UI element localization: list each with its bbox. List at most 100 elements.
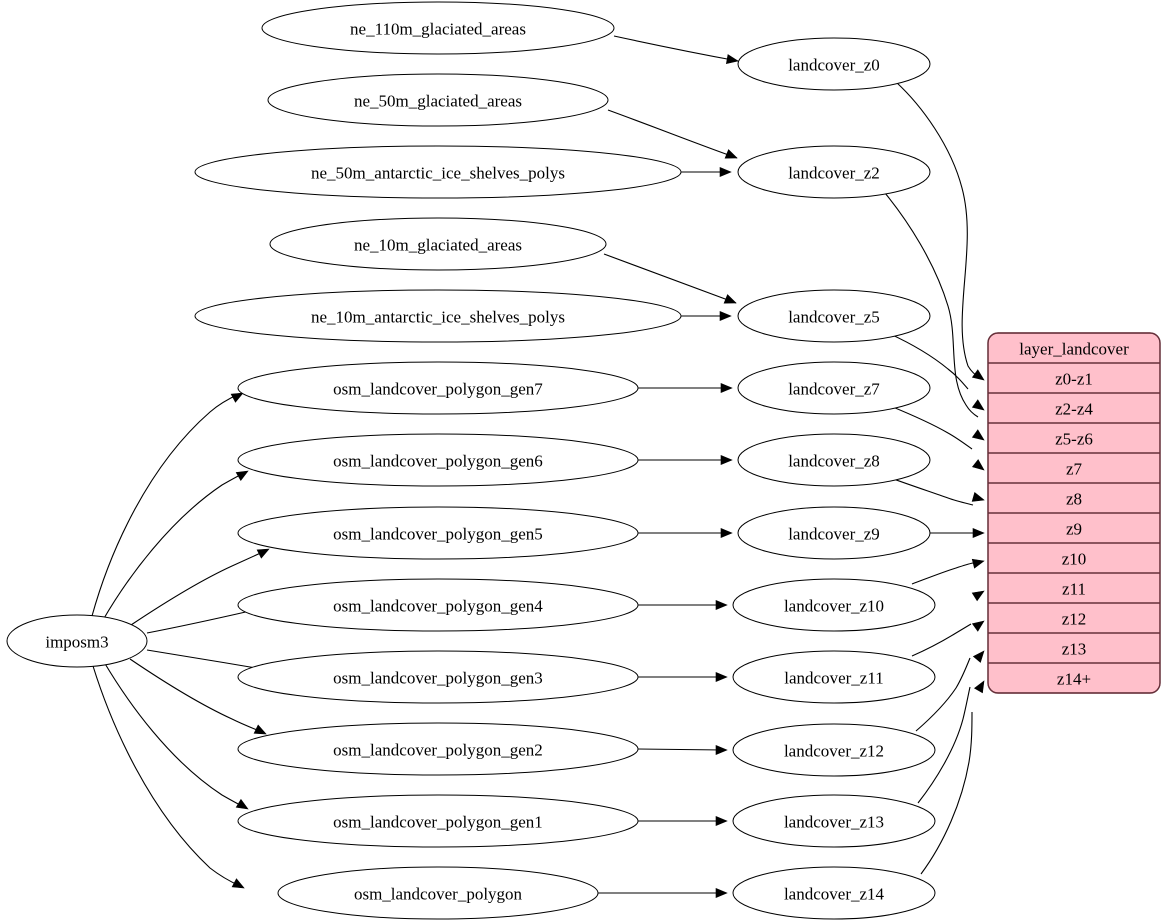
node-osm_landcover_polygon_gen3[interactable]: osm_landcover_polygon_gen3 (237, 650, 639, 704)
node-landcover_z14[interactable]: landcover_z14 (732, 866, 936, 920)
source-table-node-ellipse (194, 289, 682, 343)
table-row-label-z11[interactable]: z11 (1062, 580, 1086, 599)
node-osm_landcover_polygon_gen7[interactable]: osm_landcover_polygon_gen7 (237, 361, 639, 415)
source-table-node-ellipse (237, 361, 639, 415)
edge-landcover_z7-to-row_2 (887, 404, 973, 450)
node-label: osm_landcover_polygon_gen3 (333, 669, 543, 688)
landcover-node-ellipse (732, 723, 936, 777)
node-landcover_z8[interactable]: landcover_z8 (737, 433, 931, 487)
table-row-label-z12[interactable]: z12 (1062, 610, 1087, 629)
landcover-node-ellipse (732, 650, 936, 704)
edge-imposm3-to-osm_landcover_polygon_gen2 (129, 658, 263, 733)
landcover-node-ellipse (737, 361, 931, 415)
node-label: osm_landcover_polygon_gen1 (333, 813, 543, 832)
source-table-node-ellipse (277, 866, 599, 920)
node-label: landcover_z7 (788, 380, 880, 399)
edge-landcover_z5-to-row_1 (887, 332, 969, 390)
node-ne_10m_glaciated_areas[interactable]: ne_10m_glaciated_areas (269, 217, 607, 271)
arrowhead (715, 744, 728, 756)
table-row-label-z9[interactable]: z9 (1066, 520, 1082, 539)
landcover-node-ellipse (732, 578, 936, 632)
node-ne_110m_glaciated_areas[interactable]: ne_110m_glaciated_areas (261, 1, 615, 55)
node-label: landcover_z2 (788, 164, 880, 183)
node-label: landcover_z0 (788, 56, 880, 75)
node-osm_landcover_polygon_gen4[interactable]: osm_landcover_polygon_gen4 (237, 578, 639, 632)
node-label: osm_landcover_polygon_gen7 (333, 380, 543, 399)
landcover-node-ellipse (732, 794, 936, 848)
table-layer_landcover[interactable]: layer_landcoverz0-z1z2-z4z5-z6z7z8z9z10z… (987, 332, 1161, 694)
node-ne_10m_antarctic_ice_shelves_polys[interactable]: ne_10m_antarctic_ice_shelves_polys (194, 289, 682, 343)
table-row-label-z10[interactable]: z10 (1062, 550, 1087, 569)
node-imposm3[interactable]: imposm3 (6, 614, 148, 668)
node-landcover_z9[interactable]: landcover_z9 (737, 506, 931, 560)
edge-imposm3-to-osm_landcover_polygon_gen1 (103, 661, 245, 808)
arrowhead (971, 620, 985, 632)
table-row-label-z2-z4[interactable]: z2-z4 (1055, 400, 1093, 419)
source-table-node-ellipse (237, 433, 639, 487)
arrowhead (971, 399, 985, 411)
node-label: osm_landcover_polygon (354, 885, 523, 904)
edge-landcover_z12-to-row_8 (915, 657, 971, 732)
node-landcover_z13[interactable]: landcover_z13 (732, 794, 936, 848)
table-row-label-z0-z1[interactable]: z0-z1 (1055, 370, 1093, 389)
source-table-node-ellipse (194, 145, 682, 199)
node-label: osm_landcover_polygon_gen4 (333, 597, 543, 616)
edge-landcover_z10-to-row_6 (911, 562, 974, 585)
table-outline (987, 332, 1161, 694)
edge-imposm3-to-osm_landcover_polygon_gen5 (130, 550, 266, 626)
table-row-label-z13[interactable]: z13 (1062, 640, 1087, 659)
source-table-node-ellipse (267, 73, 609, 127)
node-label: landcover_z10 (784, 597, 884, 616)
table-row-label-z7[interactable]: z7 (1066, 460, 1083, 479)
source-table-node-ellipse (237, 506, 639, 560)
node-osm_landcover_polygon_gen6[interactable]: osm_landcover_polygon_gen6 (237, 433, 639, 487)
node-landcover_z7[interactable]: landcover_z7 (737, 361, 931, 415)
node-ne_50m_antarctic_ice_shelves_polys[interactable]: ne_50m_antarctic_ice_shelves_polys (194, 145, 682, 199)
node-landcover_z2[interactable]: landcover_z2 (737, 145, 931, 199)
arrowhead (715, 671, 728, 683)
node-label: ne_50m_antarctic_ice_shelves_polys (311, 164, 565, 183)
table-row-label-z8[interactable]: z8 (1066, 490, 1082, 509)
edge-imposm3-to-osm_landcover_polygon_gen7 (91, 393, 240, 617)
source-table-node-ellipse (237, 794, 639, 848)
edge-ne_10m_glaciated_areas-to-landcover_z5 (603, 253, 737, 304)
arrowhead (971, 429, 985, 441)
landcover-node-ellipse (737, 145, 931, 199)
node-label: landcover_z12 (784, 742, 884, 761)
landcover-node-ellipse (737, 433, 931, 487)
node-landcover_z5[interactable]: landcover_z5 (737, 289, 931, 343)
edge-landcover_z14-to-row_10 (920, 711, 973, 875)
source-table-node-ellipse (261, 1, 615, 55)
arrowhead (715, 599, 728, 611)
node-ne_50m_glaciated_areas[interactable]: ne_50m_glaciated_areas (267, 73, 609, 127)
node-osm_landcover_polygon[interactable]: osm_landcover_polygon (277, 866, 599, 920)
arrowhead (715, 887, 728, 899)
arrowhead (235, 798, 249, 810)
edge-ne_50m_glaciated_areas-to-landcover_z2 (607, 109, 738, 159)
arrowhead (231, 878, 245, 889)
arrowhead (719, 166, 732, 178)
source-table-node-ellipse (269, 217, 607, 271)
node-landcover_z0[interactable]: landcover_z0 (737, 37, 931, 91)
node-osm_landcover_polygon_gen1[interactable]: osm_landcover_polygon_gen1 (237, 794, 639, 848)
arrowhead (723, 294, 737, 304)
arrowhead (235, 470, 249, 482)
edge-landcover_z11-to-row_7 (911, 623, 972, 657)
table-row-label-z5-z6[interactable]: z5-z6 (1055, 430, 1093, 449)
node-landcover_z12[interactable]: landcover_z12 (732, 723, 936, 777)
node-label: osm_landcover_polygon_gen5 (333, 525, 543, 544)
node-landcover_z11[interactable]: landcover_z11 (732, 650, 936, 704)
layer-landcover-table[interactable]: layer_landcoverz0-z1z2-z4z5-z6z7z8z9z10z… (987, 332, 1161, 694)
node-label: landcover_z13 (784, 813, 884, 832)
node-osm_landcover_polygon_gen5[interactable]: osm_landcover_polygon_gen5 (237, 506, 639, 560)
edges-layer (91, 35, 981, 894)
arrowhead (719, 310, 732, 322)
edge-landcover_z8-to-row_4 (887, 476, 974, 506)
landcover-node-ellipse (737, 289, 931, 343)
node-label: landcover_z5 (788, 308, 880, 327)
arrowhead (972, 650, 985, 663)
node-osm_landcover_polygon_gen2[interactable]: osm_landcover_polygon_gen2 (237, 722, 639, 776)
table-row-label-z14+[interactable]: z14+ (1057, 670, 1091, 689)
node-landcover_z10[interactable]: landcover_z10 (732, 578, 936, 632)
source-table-node-ellipse (237, 650, 639, 704)
